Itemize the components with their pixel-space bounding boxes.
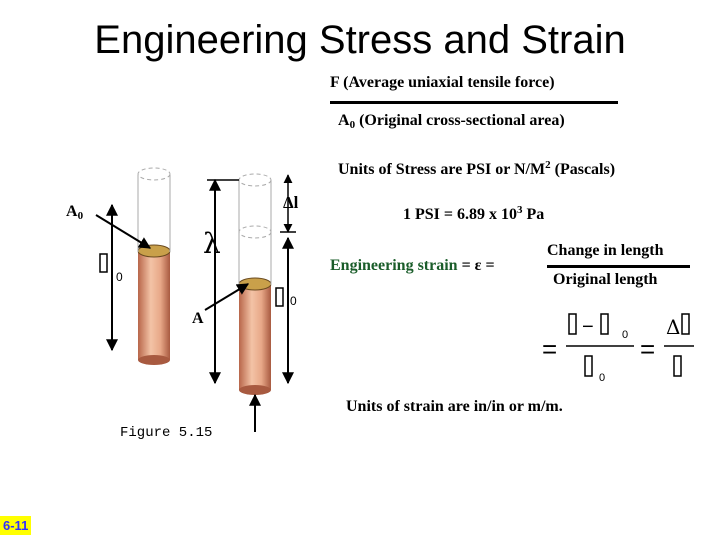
svg-text:−: − [582,316,594,338]
strain-units: Units of strain are in/in or m/m. [346,398,563,415]
label-a0: A0 [66,203,84,222]
svg-text:Δ: Δ [666,315,680,339]
stress-denominator: A0 (Original cross-sectional area) [338,112,565,131]
svg-text:=: = [542,334,557,364]
svg-text:0: 0 [622,329,628,341]
svg-text:λ: λ [203,227,221,260]
final-length-dimension: λ [203,178,239,385]
elongated-specimen [238,173,272,395]
strain-label: Engineering strain [330,257,458,274]
elongated-l0-dimension: 0 [275,236,297,385]
stress-fraction-bar [330,101,618,104]
strain-denominator: Original length [553,271,658,288]
strain-formula: = − 0 0 = Δ [542,313,694,384]
delta-l-dimension [280,174,296,233]
svg-text:0: 0 [116,270,123,284]
strain-numerator: Change in length [547,242,664,259]
stress-units: Units of Stress are PSI or N/M2 (Pascals… [338,159,616,178]
original-specimen [137,167,171,365]
page-title: Engineering Stress and Strain [94,18,626,62]
a-pointer [204,283,250,311]
strain-fraction-bar [547,265,690,268]
strain-equation: Engineering strain = ε = [330,257,495,274]
svg-text:0: 0 [290,294,297,308]
figure-caption: Figure 5.15 [120,425,213,441]
label-a: A [192,310,204,327]
a0-pointer [95,214,152,249]
stress-numerator: F (Average uniaxial tensile force) [330,74,555,91]
original-length-dimension: 0 [99,203,123,352]
svg-text:=: = [640,334,655,364]
slide-number-badge: 6-11 [0,516,32,535]
svg-text:0: 0 [599,372,605,384]
stress-conversion: 1 PSI = 6.89 x 103 Pa [403,204,545,223]
